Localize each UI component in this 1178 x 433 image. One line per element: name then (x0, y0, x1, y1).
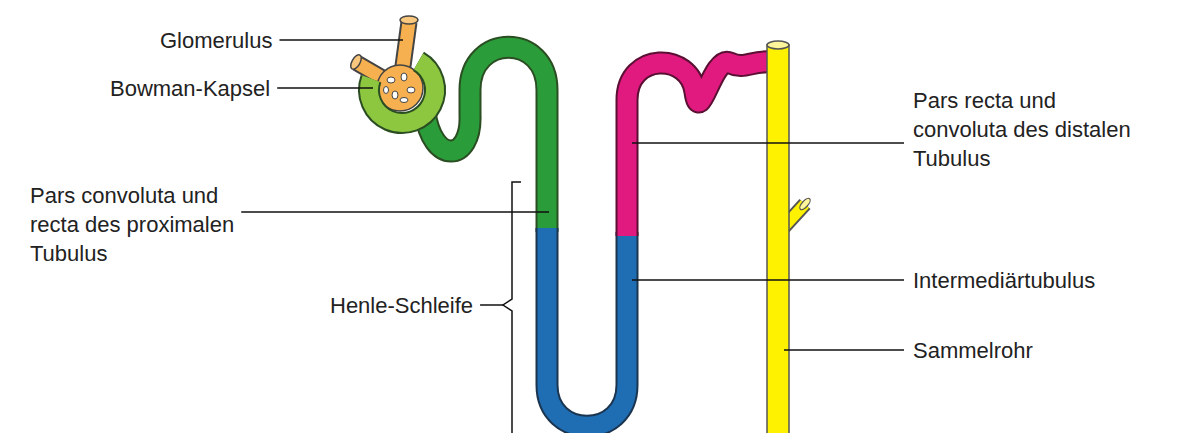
part-label: Glomerulus (160, 26, 272, 55)
vessel-end (400, 16, 418, 24)
part-label: Pars convoluta und recta des proximalen … (30, 181, 258, 268)
label-text: Intermediärtubulus (913, 268, 1095, 293)
label-text: Glomerulus (160, 28, 272, 53)
bracket (503, 182, 521, 433)
distal-tubule (627, 62, 772, 236)
leader-line (480, 304, 503, 306)
bowman-capsule-outline (369, 61, 435, 123)
bowman-capsule (369, 61, 435, 123)
part-label: Bowman-Kapsel (110, 74, 270, 103)
part-label: Intermediärtubulus (913, 266, 1095, 295)
henle-loop-outline (547, 228, 627, 426)
label-text: Pars recta und convoluta des distalen Tu… (913, 88, 1131, 171)
leader-lines (241, 40, 904, 350)
leader-line (784, 349, 904, 351)
label-text: Henle-Schleife (330, 293, 473, 318)
leader-line (632, 279, 904, 281)
label-text: Sammelrohr (913, 338, 1033, 363)
label-text: Pars convoluta und recta des proximalen … (30, 183, 234, 266)
part-label: Pars recta und convoluta des distalen Tu… (913, 86, 1143, 173)
leader-line (277, 87, 373, 89)
vessel-end (349, 53, 364, 71)
leader-line (632, 142, 904, 144)
part-label: Henle-Schleife (330, 291, 473, 320)
henle-loop (547, 228, 627, 426)
leader-line (241, 211, 549, 213)
capillary-loops (384, 73, 416, 103)
distal-tubule-outline (627, 62, 772, 236)
leader-line (279, 39, 403, 41)
collecting-duct-end (767, 41, 789, 49)
duct-branch-end (798, 197, 812, 211)
part-label: Sammelrohr (913, 336, 1033, 365)
collecting-duct (767, 45, 789, 433)
label-text: Bowman-Kapsel (110, 76, 270, 101)
